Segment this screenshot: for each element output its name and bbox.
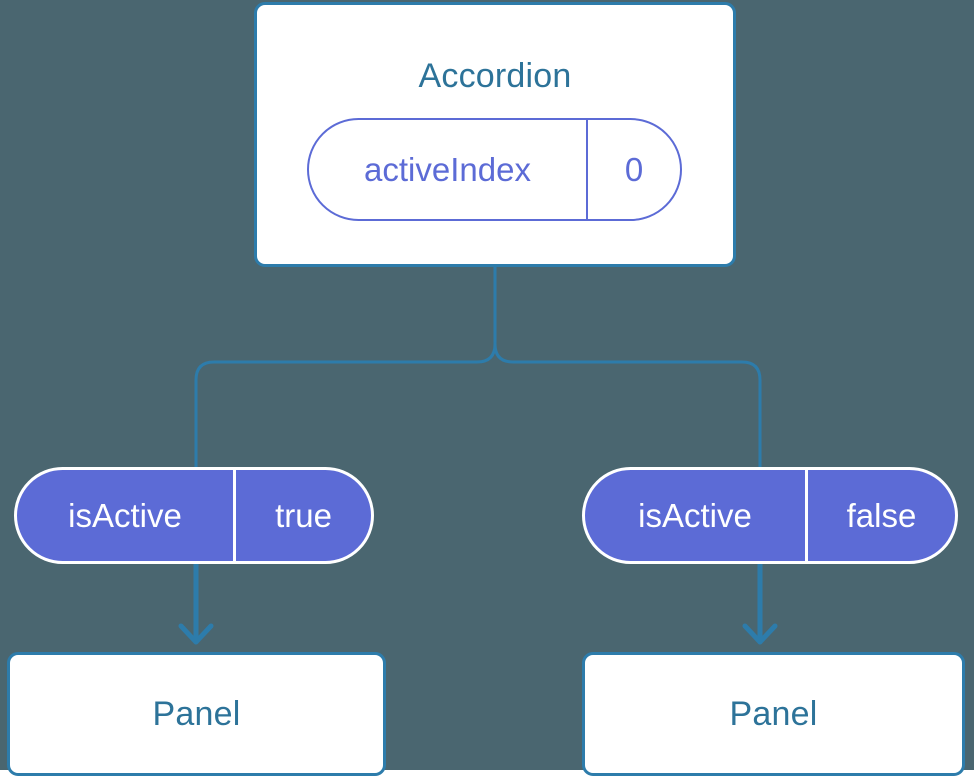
state-pill-key: activeIndex (309, 120, 588, 219)
edge-accordion-to-branch-right (493, 342, 762, 469)
node-panel-right[interactable]: Panel (582, 652, 965, 776)
prop-pill-right-is-active[interactable]: isActive false (582, 467, 958, 564)
accordion-title: Accordion (418, 57, 572, 95)
state-pill-active-index[interactable]: activeIndex 0 (307, 118, 682, 221)
state-pill-value: 0 (624, 150, 644, 188)
prop-pill-right-key: isActive (585, 470, 808, 561)
node-panel-left[interactable]: Panel (7, 652, 386, 776)
prop-pill-left-is-active[interactable]: isActive true (14, 467, 374, 564)
prop-pill-left-key: isActive (17, 470, 236, 561)
prop-pill-right-value: false (846, 496, 917, 534)
prop-pill-left-value: true (275, 496, 332, 534)
panel-left-title: Panel (152, 695, 241, 733)
edge-accordion-to-branches (194, 265, 497, 469)
arrowhead-right (742, 623, 778, 645)
arrowhead-left (178, 623, 214, 645)
panel-right-title: Panel (729, 695, 818, 733)
